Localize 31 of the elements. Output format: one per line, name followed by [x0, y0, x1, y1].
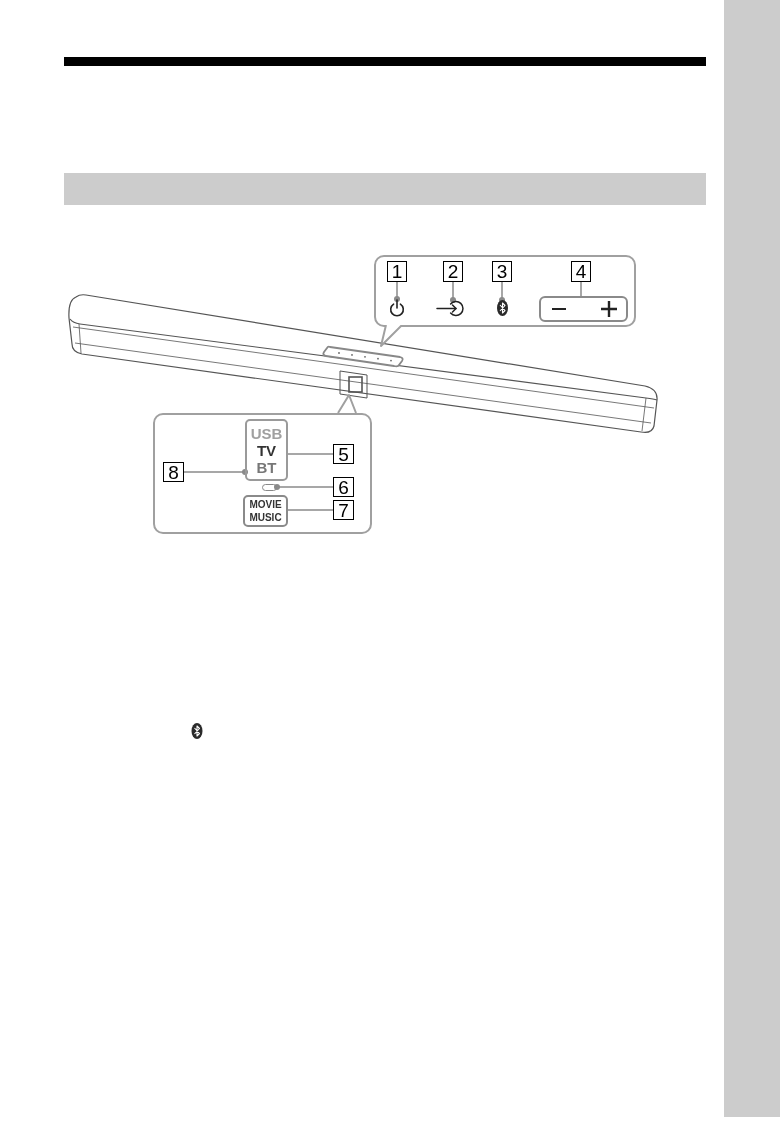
leader-line [580, 281, 582, 297]
zoom-callout-panel [153, 413, 372, 534]
callout-number: 5 [333, 444, 354, 464]
leader-line [394, 281, 400, 302]
bluetooth-icon [497, 300, 508, 316]
leader-line [499, 281, 505, 303]
power-icon [389, 299, 405, 317]
zoom-callout-panel [374, 255, 636, 327]
leader-line [450, 281, 456, 303]
mode-label: MUSIC [249, 511, 282, 524]
indicator-label: TV [256, 441, 277, 459]
side-tab [724, 0, 780, 1117]
display-panel [245, 419, 288, 481]
callout-number: 3 [492, 261, 512, 282]
leader-line [274, 484, 334, 490]
section-band [64, 173, 706, 205]
callout-number: 1 [387, 261, 407, 282]
callout-number: 4 [571, 261, 591, 282]
input-icon [436, 300, 464, 317]
leader-line [183, 469, 248, 475]
callout-number: 7 [333, 500, 354, 520]
mode-label: MOVIE [249, 498, 282, 511]
indicator-label: BT [256, 458, 277, 476]
callout-number: 6 [333, 477, 354, 497]
callout-number: 8 [163, 462, 184, 482]
indicator-label: USB [250, 424, 283, 442]
leader-line [287, 509, 334, 511]
volume-button [539, 296, 628, 322]
mode-display [243, 495, 288, 527]
leader-line [287, 453, 334, 455]
callout-number: 2 [443, 261, 463, 282]
